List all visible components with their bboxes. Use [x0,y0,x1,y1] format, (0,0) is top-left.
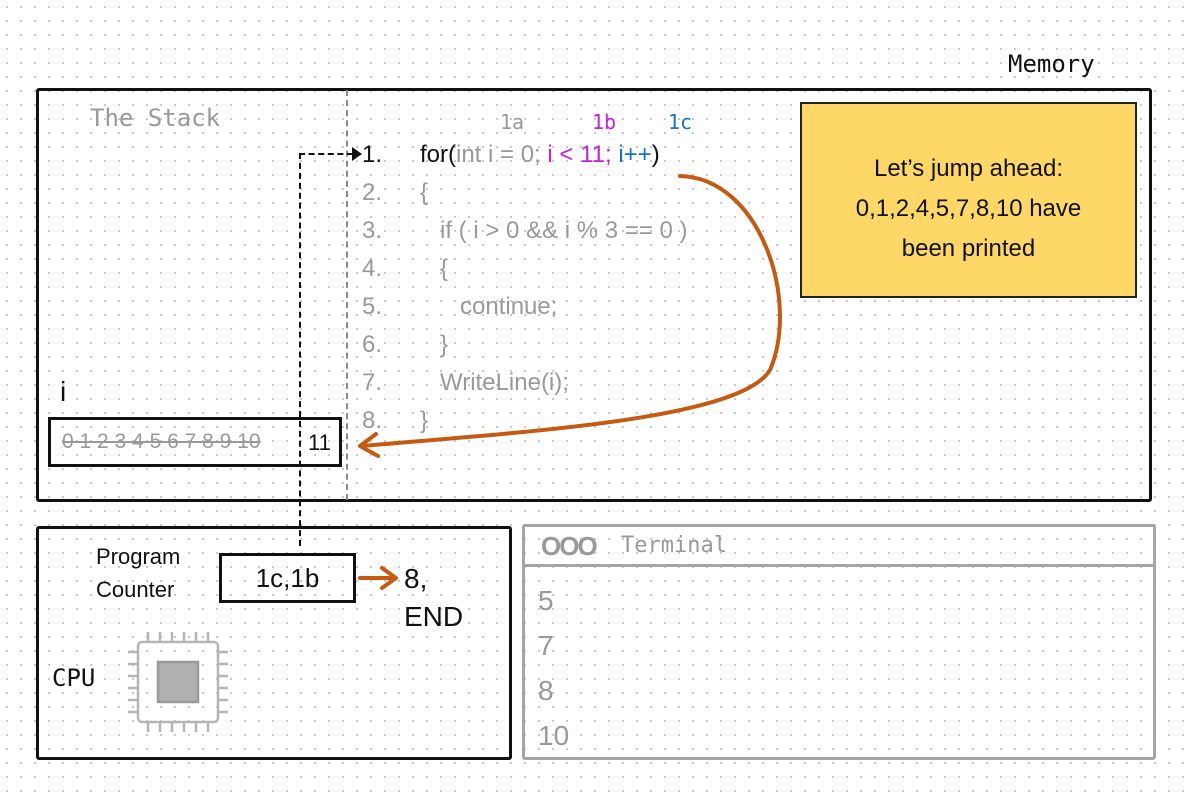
terminal-title: Terminal [621,533,727,558]
terminal-output-line: 8 [538,675,554,706]
loop-increment: i++ [611,141,652,168]
code-line-2: { [420,179,429,206]
variable-history: 0 1 2 3 4 5 6 7 8 9 10 [62,430,261,453]
program-counter-pointer-line [299,153,301,546]
line-number-1: 1. [362,141,383,168]
stack-label: The Stack [90,104,221,132]
code-line-5: continue; [420,293,558,320]
loop-condition: i < 11; [540,141,612,168]
terminal-panel: OOO Terminal [522,524,1156,760]
terminal-title-bar: OOO Terminal [525,527,1153,567]
line-number-3: 3. [362,217,383,244]
note-line-3: been printed [901,235,1036,262]
code-line-6: } [420,331,449,358]
line-number-5: 5. [362,293,383,320]
code-line-1: for(int i = 0; i < 11; i++) [420,136,660,174]
variable-current-value: 11 [308,430,331,455]
program-counter-label-line-2: Counter [96,577,175,602]
next-instruction-arrowhead [380,566,398,590]
next-instruction-line-2: END [404,601,464,632]
part-label-1b: 1b [592,110,617,134]
line-number-4: 4. [362,255,383,282]
terminal-output-line: 7 [538,630,554,661]
loop-back-arrowhead [358,432,380,458]
code-line-7: WriteLine(i); [420,369,569,396]
variable-name: i [60,376,67,407]
next-instruction-line-1: 8, [404,563,428,594]
jump-ahead-note: Let’s jump ahead: 0,1,2,4,5,7,8,10 have … [800,102,1137,298]
line-number-6: 6. [362,331,383,358]
memory-label: Memory [1008,50,1095,78]
cpu-panel [36,526,512,760]
code-line-8: } [420,407,429,434]
line-number-8: 8. [362,407,383,434]
program-counter-pointer-line-h [299,153,353,155]
part-label-1a: 1a [500,110,525,134]
loop-back-arrow [360,174,782,448]
window-controls-icon: OOO [541,531,598,561]
note-line-1: Let’s jump ahead: [873,155,1064,182]
terminal-output-line: 10 [538,720,570,751]
program-counter-value: 1c,1b [219,553,356,603]
line-number-7: 7. [362,369,383,396]
stack-divider [346,90,348,500]
program-counter-label-line-1: Program [96,544,181,569]
loop-init: int i = 0; [456,141,541,168]
memory-panel [36,88,1152,502]
for-close-paren: ) [651,141,660,168]
line-number-2: 2. [362,179,383,206]
note-line-2: 0,1,2,4,5,7,8,10 have [855,195,1082,222]
for-keyword: for( [420,141,456,168]
terminal-output: 5 7 8 10 [538,578,569,758]
code-line-4: { [420,255,449,282]
terminal-output-line: 5 [538,585,554,616]
next-instruction: 8, END [404,560,463,636]
code-line-3: if ( i > 0 && i % 3 == 0 ) [420,217,688,244]
program-counter-pointer-arrowhead [352,147,362,161]
program-counter-label: Program Counter [96,540,180,606]
variable-box [48,417,342,467]
cpu-chip-icon [128,632,228,732]
part-label-1c: 1c [668,110,693,134]
cpu-label: CPU [52,664,96,692]
